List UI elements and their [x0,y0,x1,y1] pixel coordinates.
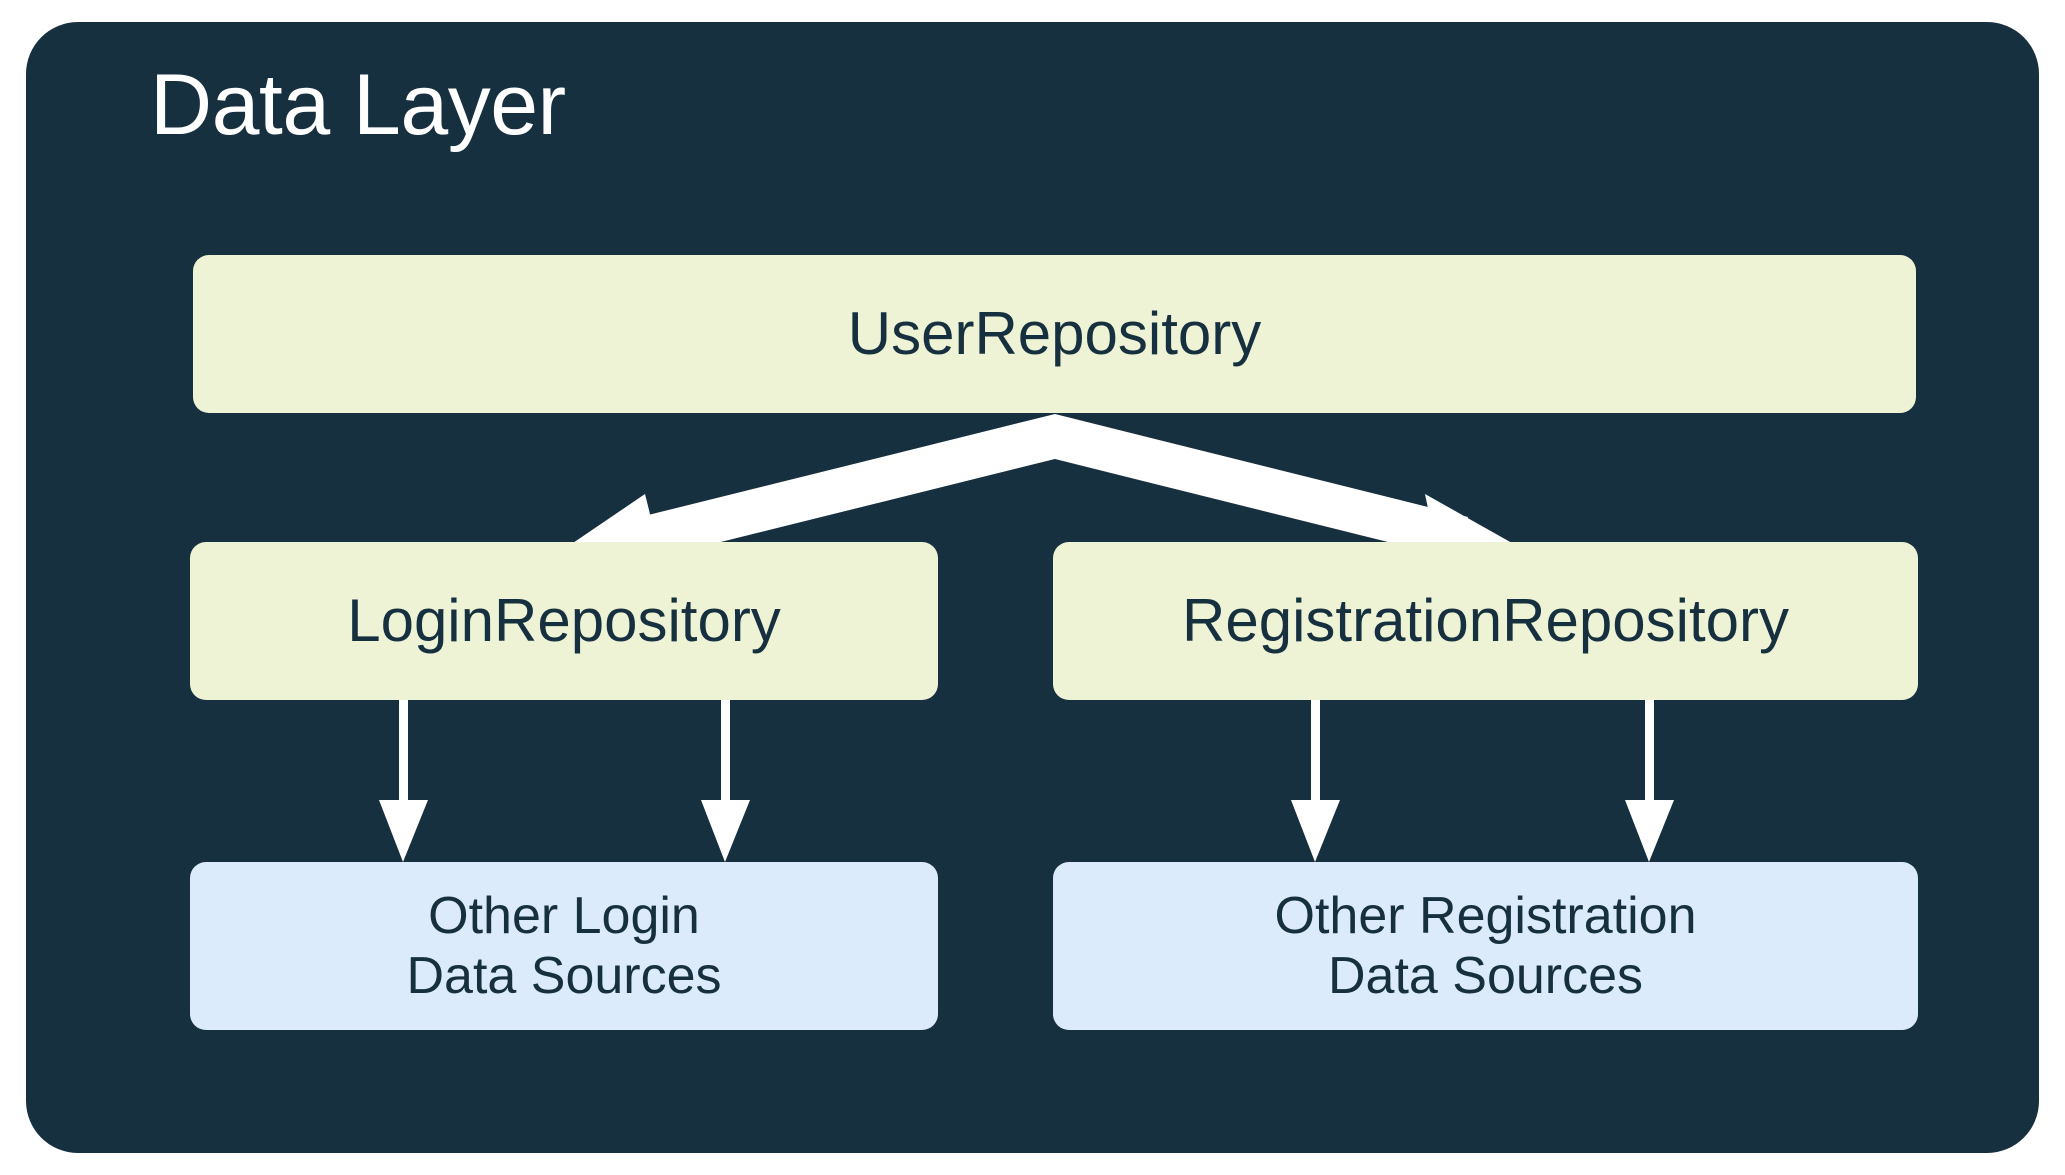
node-other-registration-data-sources[interactable]: Other Registration Data Sources [1053,862,1918,1030]
node-user-repository[interactable]: UserRepository [193,255,1916,413]
page-title: Data Layer [150,57,566,153]
node-registration-repository[interactable]: RegistrationRepository [1053,542,1918,700]
node-other-login-data-sources[interactable]: Other Login Data Sources [190,862,938,1030]
node-login-repository[interactable]: LoginRepository [190,542,938,700]
